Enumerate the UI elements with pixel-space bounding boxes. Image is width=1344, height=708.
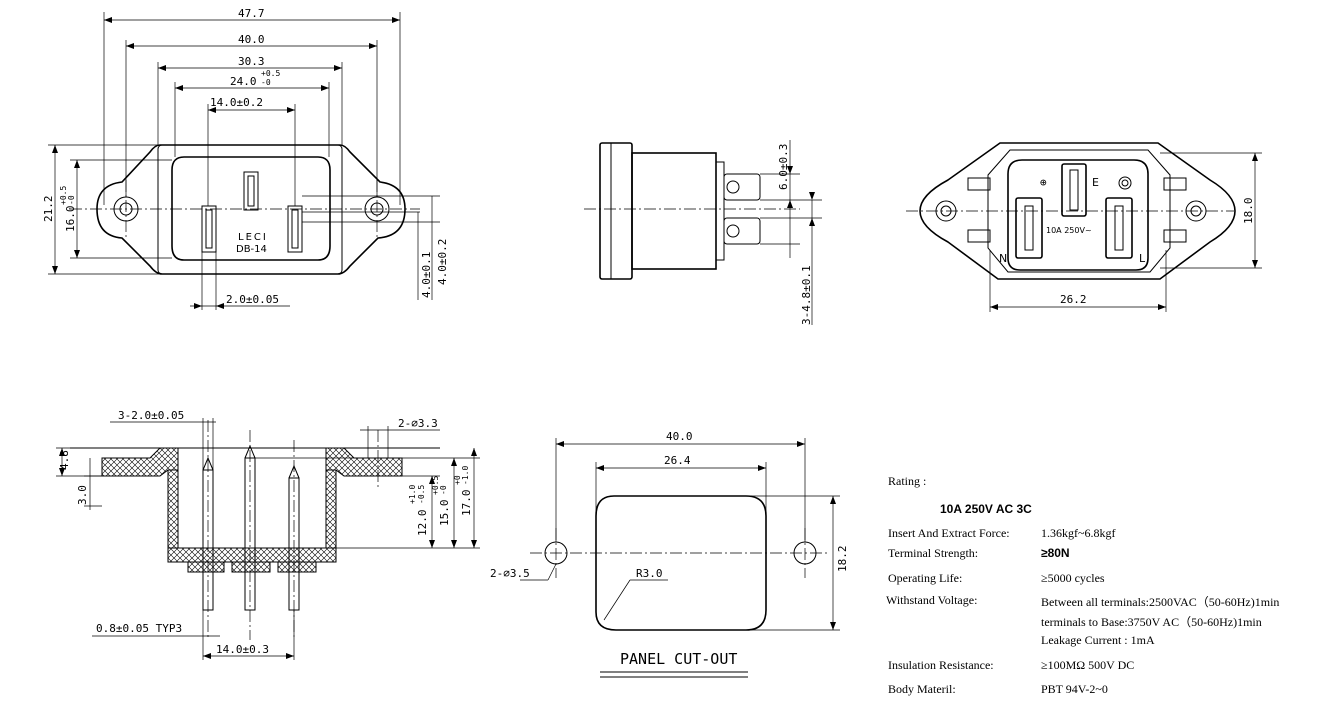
spec-value-withstand-2: terminals to Base:3750V AC（50-60Hz)1min [1041, 615, 1262, 629]
spec-label-insert: Insert And Extract Force: [888, 526, 1010, 540]
label-l: L [1139, 252, 1146, 265]
marking-leci: LECI [238, 232, 268, 243]
dim-17-0-tol2: -1.0 [461, 466, 470, 485]
panel-cutout-title: PANEL CUT-OUT [620, 650, 738, 668]
dim-18-0: 18.0 [1242, 198, 1255, 225]
spec-value-terminal: ≥80N [1041, 546, 1070, 560]
dim-16-0: 16.0 [64, 206, 77, 233]
dim-26-4: 26.4 [664, 454, 691, 467]
marking-db14: DB-14 [236, 244, 267, 255]
dim-12-0-tol: +1.0 [408, 485, 417, 504]
rear-view: 18.0 26.2 N L E ⊕ 10A 250V~ [906, 142, 1262, 312]
label-e: E [1092, 176, 1099, 189]
spec-value-insulation: ≥100MΩ 500V DC [1041, 658, 1135, 672]
side-view: 6.0±0.3 3-4.8±0.1 [584, 140, 822, 325]
dim-14-0-b: 14.0±0.3 [216, 643, 269, 656]
dim-24-0-tol: +0.5 [261, 69, 280, 78]
dim-12-0: 12.0 [416, 510, 429, 537]
rating-label: Rating : [888, 474, 927, 488]
dim-4-8: 4.8 [58, 450, 71, 470]
dim-18-2: 18.2 [836, 546, 849, 573]
dim-16-0-tol2: -0 [67, 195, 76, 205]
panel-cutout-view: 40.0 26.4 18.2 2-∅3.5 R3.0 [490, 430, 849, 678]
dim-40-0-b: 40.0 [666, 430, 693, 443]
dim-15-0-tol: +0.5 [431, 476, 440, 495]
dim-2-3-3: 2-∅3.3 [398, 417, 438, 430]
dim-r3-0: R3.0 [636, 567, 663, 580]
dim-21-2: 21.2 [42, 196, 55, 223]
dim-17-0-tol: +0 [453, 475, 462, 485]
dim-2-3-5: 2-∅3.5 [490, 567, 530, 580]
dim-3-2-0: 3-2.0±0.05 [118, 409, 184, 422]
section-view: 3-2.0±0.05 2-∅3.3 4.8 3.0 12.0 +1.0 -0.5… [56, 409, 480, 660]
dim-2-0: 2.0±0.05 [226, 293, 279, 306]
rating-mark: 10A 250V~ [1046, 226, 1092, 235]
spec-label-terminal: Terminal Strength: [888, 546, 979, 560]
dim-16-0-tol: +0.5 [59, 186, 68, 205]
dim-4-0-b: 4.0±0.2 [436, 239, 449, 285]
spec-label-insulation: Insulation Resistance: [888, 658, 994, 672]
dim-47-7: 47.7 [238, 7, 265, 20]
rating-value: 10A 250V AC 3C [940, 502, 1032, 516]
spec-label-body: Body Materil: [888, 682, 956, 696]
spec-value-insert: 1.36kgf~6.8kgf [1041, 526, 1116, 540]
spec-value-leakage: Leakage Current : 1mA [1041, 633, 1155, 647]
dim-24-0-tol2: -0 [261, 78, 271, 87]
spec-label-life: Operating Life: [888, 571, 963, 585]
dim-3-0: 3.0 [76, 485, 89, 505]
spec-value-life: ≥5000 cycles [1041, 571, 1105, 585]
spec-label-withstand: Withstand Voltage: [886, 593, 978, 607]
dim-15-0-tol2: -0 [439, 485, 448, 495]
ground-icon: ⊕ [1040, 176, 1047, 189]
label-n: N [999, 252, 1007, 265]
dim-14-0: 14.0±0.2 [210, 96, 263, 109]
spec-value-body: PBT 94V-2~0 [1041, 682, 1108, 696]
dim-26-2: 26.2 [1060, 293, 1087, 306]
dim-17-0: 17.0 [460, 490, 473, 517]
spec-value-withstand-1: Between all terminals:2500VAC（50-60Hz)1m… [1041, 595, 1280, 609]
dim-4-0-a: 4.0±0.1 [420, 252, 433, 298]
dim-6-0: 6.0±0.3 [777, 144, 790, 190]
dim-3-4-8: 3-4.8±0.1 [800, 265, 813, 325]
dim-0-8: 0.8±0.05 TYP3 [96, 622, 182, 635]
front-view: 47.7 40.0 30.3 24.0 +0.5 -0 14.0±0.2 21.… [42, 7, 449, 310]
dim-40-0: 40.0 [238, 33, 265, 46]
dim-30-3: 30.3 [238, 55, 265, 68]
dim-12-0-tol2: -0.5 [417, 485, 426, 504]
dim-24-0: 24.0 [230, 75, 257, 88]
dim-15-0: 15.0 [438, 500, 451, 527]
